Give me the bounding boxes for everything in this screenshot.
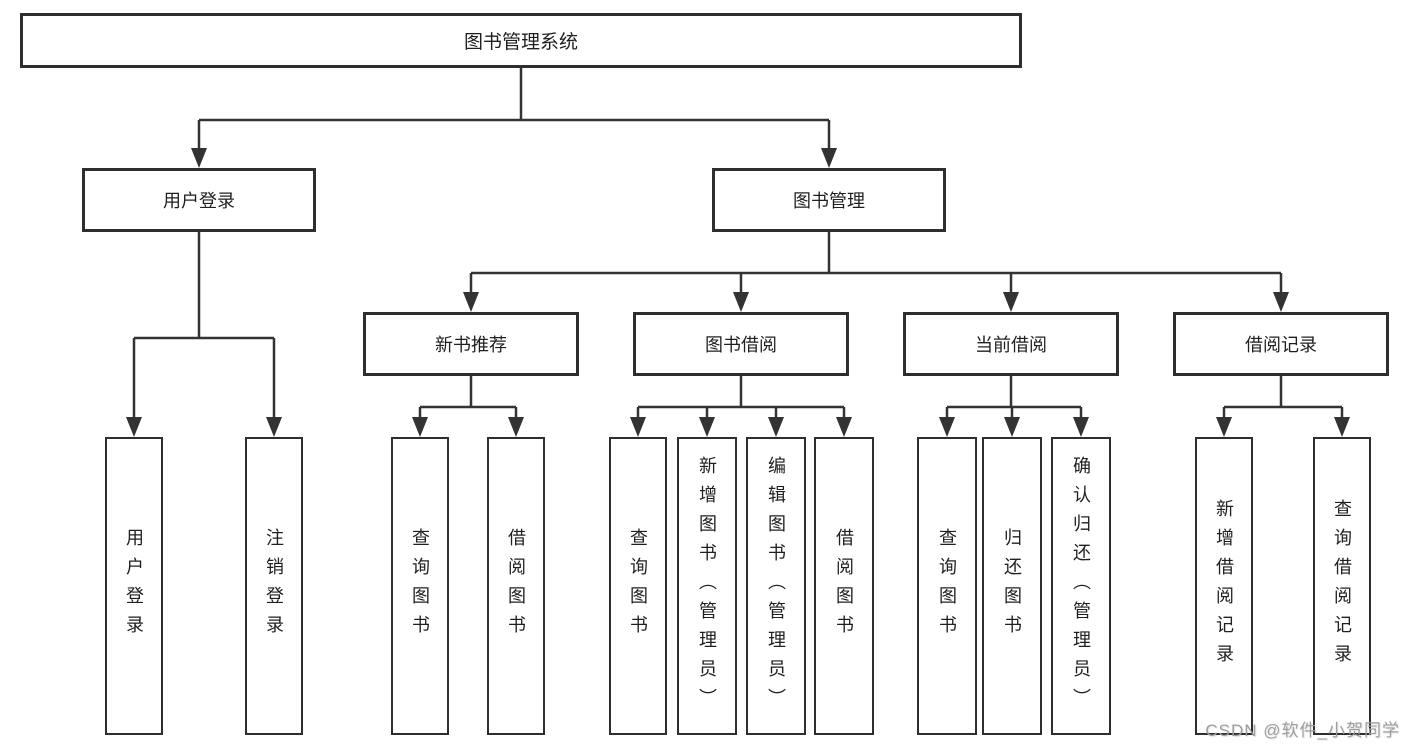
leaf-cb-return-books: 归还图书 [982,437,1042,735]
watermark: CSDN @软件_小贺同学 [1205,721,1400,740]
leaf-bb-query-books: 查询图书 [609,437,667,735]
connector-book-borrow-to-leaves [630,376,852,437]
connector-root-to-level2 [191,68,837,168]
node-user-login: 用户登录 [82,168,316,232]
leaf-cb-query-books: 查询图书 [917,437,977,735]
node-borrow-records: 借阅记录 [1173,312,1389,376]
connector-current-borrow-to-leaves [939,376,1089,437]
leaf-bb-add-books-admin: 新增图书（管理员） [677,437,737,735]
node-library-management-system: 图书管理系统 [20,13,1022,68]
leaf-bb-borrow-books: 借阅图书 [814,437,874,735]
node-new-book-recommend: 新书推荐 [363,312,579,376]
connector-new-books-to-leaves [412,376,524,437]
leaf-cb-confirm-return-admin: 确认归还（管理员） [1051,437,1111,735]
leaf-br-add-record: 新增借阅记录 [1195,437,1253,735]
leaf-br-query-record: 查询借阅记录 [1313,437,1371,735]
leaf-nb-borrow-books: 借阅图书 [487,437,545,735]
node-book-management: 图书管理 [712,168,946,232]
connector-user-login-to-leaves [126,232,282,437]
connector-book-mgmt-to-level3 [463,232,1289,312]
leaf-user-login: 用户登录 [105,437,163,735]
leaf-logout: 注销登录 [245,437,303,735]
leaf-bb-edit-books-admin: 编辑图书（管理员） [746,437,806,735]
connector-borrow-records-to-leaves [1216,376,1350,437]
node-book-borrowing: 图书借阅 [633,312,849,376]
leaf-nb-query-books: 查询图书 [391,437,449,735]
node-current-borrowing: 当前借阅 [903,312,1119,376]
